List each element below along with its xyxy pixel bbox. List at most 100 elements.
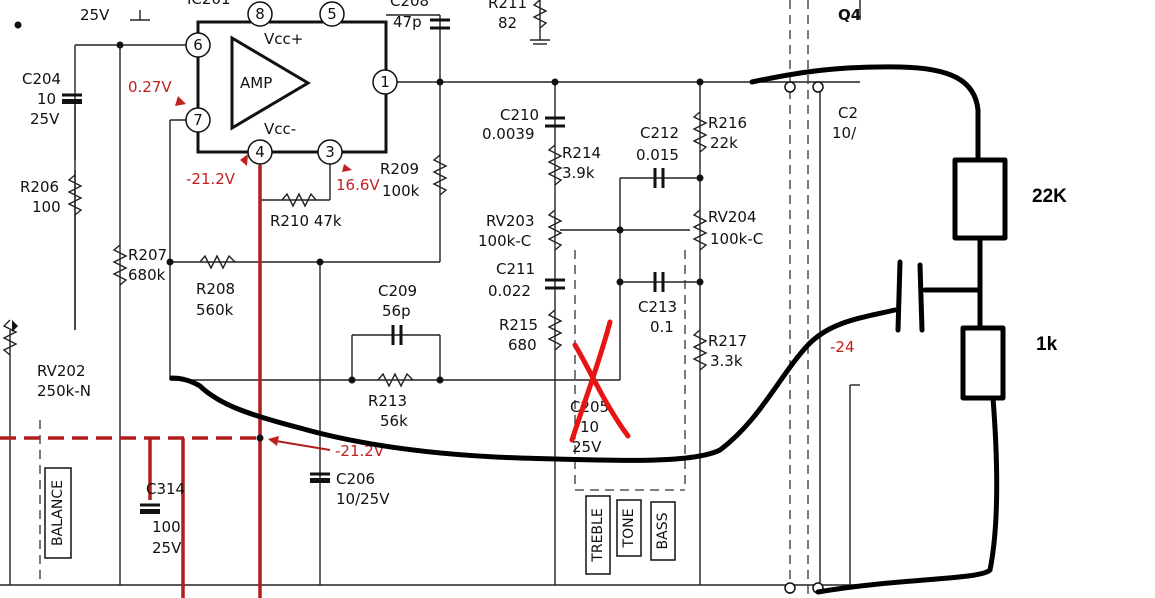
r207-value: 680k: [128, 266, 166, 284]
r217-value: 3.3k: [710, 352, 743, 370]
voltage-pin7: 0.27V: [128, 78, 172, 96]
r209-symbol: [432, 154, 448, 196]
panel-dashed-lines: [39, 0, 809, 598]
c204-value: 10: [37, 90, 56, 108]
r207-symbol: [112, 244, 128, 286]
c209-value: 56p: [382, 302, 411, 320]
c205-value: 10: [580, 418, 599, 436]
arrow-pin7-icon: [175, 96, 186, 106]
c209-name: C209: [378, 282, 417, 300]
pin-5-label: 5: [327, 5, 337, 23]
junction-dots: [14, 21, 704, 442]
amp-pins: 6 7 8 5 1 4 3: [185, 1, 398, 165]
c211-value: 0.022: [488, 282, 531, 300]
r214-value: 3.9k: [562, 164, 595, 182]
c205-voltage: 25V: [572, 438, 602, 456]
c2-partial-value: 10/: [832, 124, 857, 142]
c211-name: C211: [496, 260, 535, 278]
bass-label: BASS: [655, 512, 671, 549]
r217-symbol: [692, 329, 708, 371]
tone-label: TONE: [621, 509, 637, 549]
r215-value: 680: [508, 336, 537, 354]
rv204-value: 100k-C: [710, 230, 763, 248]
r216-name: R216: [708, 114, 747, 132]
balance-label: BALANCE: [50, 480, 66, 546]
pin-8-label: 8: [255, 5, 265, 23]
r211-symbol: [532, 0, 548, 29]
rv204-name: RV204: [708, 208, 757, 226]
rv202-wiper-icon: [12, 320, 18, 332]
c314-value: 100: [152, 518, 181, 536]
red-x-cross-icon: [572, 342, 631, 439]
c210-name: C210: [500, 106, 539, 124]
r214-name: R214: [562, 144, 601, 162]
r209-value: 100k: [382, 182, 420, 200]
resistor-symbols: [2, 0, 708, 388]
voltage-annotations: 0.27V -21.2V 16.6V -21.2V -24: [128, 78, 855, 460]
hand-resistor-1k: [960, 325, 1006, 401]
pin-1-label: 1: [380, 73, 390, 91]
terminal-ring-3: [784, 582, 796, 594]
rv203-symbol: [547, 209, 563, 251]
c2-partial-name: C2: [838, 104, 858, 122]
q-partial-label: Q4: [838, 6, 861, 24]
capacitor-symbols: [62, 18, 665, 514]
terminal-ring-2: [812, 81, 824, 93]
arrow-pin3-icon: [342, 164, 352, 172]
r208-symbol: [199, 254, 236, 270]
panel-labels: BALANCE TREBLE TONE BASS: [44, 467, 676, 575]
r208-value: 560k: [196, 301, 234, 319]
r206-name: R206: [20, 178, 59, 196]
c208-value: 47p: [393, 13, 422, 31]
c206-value: 10/25V: [336, 490, 390, 508]
r213-value: 56k: [380, 412, 408, 430]
r210-label: R210 47k: [270, 212, 342, 230]
supply-rail-red: [0, 165, 262, 598]
c213-value: 0.1: [650, 318, 674, 336]
rv202-symbol: [2, 319, 18, 356]
r209-name: R209: [380, 160, 419, 178]
r213-name: R213: [368, 392, 407, 410]
r213-symbol: [377, 372, 414, 388]
rv202-name: RV202: [37, 362, 86, 380]
r215-symbol: [547, 309, 563, 351]
voltage-pin3: 16.6V: [336, 176, 380, 194]
terminal-ring-1: [784, 81, 796, 93]
r206-symbol: [67, 174, 83, 216]
vcc-plus-label: Vcc+: [264, 30, 303, 48]
top-25v-label: 25V: [80, 6, 110, 24]
c206-name: C206: [336, 470, 375, 488]
ic-label: IC201: [187, 0, 231, 8]
rv202-value: 250k-N: [37, 382, 91, 400]
r215-name: R215: [499, 316, 538, 334]
r206-value: 100: [32, 198, 61, 216]
pin-6-label: 6: [193, 36, 203, 54]
r217-name: R217: [708, 332, 747, 350]
pin-4-label: 4: [255, 143, 265, 161]
component-labels: 25V C204 10 25V R206 100 RV202 250k-N R2…: [20, 0, 861, 557]
voltage-pin4: -21.2V: [186, 170, 236, 188]
r211-value: 82: [498, 14, 517, 32]
c314-name: C314: [146, 480, 185, 498]
c314-voltage: 25V: [152, 539, 182, 557]
hand-resistor-22k: [952, 157, 1008, 241]
annotation-1k: 1k: [1036, 334, 1058, 355]
c212-value: 0.015: [636, 146, 679, 164]
r207-name: R207: [128, 246, 167, 264]
voltage-right: -24: [830, 338, 855, 356]
r208-name: R208: [196, 280, 235, 298]
c213-name: C213: [638, 298, 677, 316]
hand-drawn-modification: 22K 1k: [169, 64, 1067, 595]
r216-symbol: [692, 111, 708, 153]
pin-3-label: 3: [325, 143, 335, 161]
c204-voltage: 25V: [30, 110, 60, 128]
rv203-name: RV203: [486, 212, 535, 230]
arrow-pin4-icon: [240, 154, 248, 166]
rv204-symbol: [692, 209, 708, 251]
pin-7-label: 7: [193, 111, 203, 129]
c210-value: 0.0039: [482, 125, 535, 143]
amp-triangle-symbol: [230, 35, 311, 131]
r210-symbol: [281, 192, 317, 208]
rv203-value: 100k-C: [478, 232, 531, 250]
